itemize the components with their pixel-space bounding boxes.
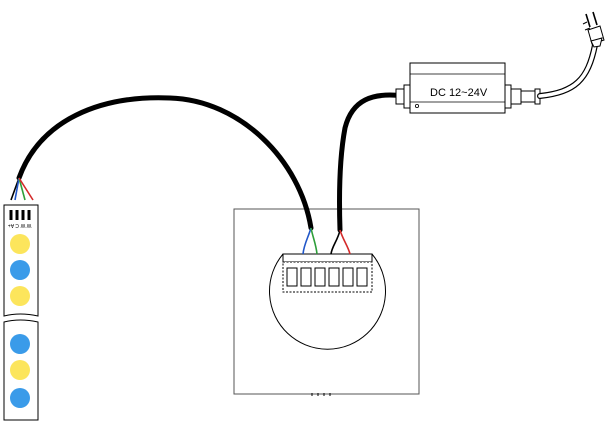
strip-wire-blue: [14, 177, 20, 201]
strip-cable: [10, 95, 318, 255]
led-chip: [10, 286, 30, 306]
power-wire-black: [330, 229, 341, 255]
led-chip: [10, 360, 30, 380]
mains-plug-icon: [582, 11, 605, 48]
solder-pad: [21, 210, 25, 220]
led-chip: [10, 260, 30, 280]
terminal-cell: [300, 267, 312, 287]
wall-controller: [233, 208, 420, 396]
strip-wire-red: [18, 177, 34, 201]
power-adapter: DC 12~24V: [395, 62, 541, 114]
strip-cable-sheath: [16, 95, 314, 231]
led-chip: [10, 334, 30, 354]
strip-wire-green: [18, 177, 26, 201]
terminal-cell: [356, 267, 368, 287]
solder-pad: [9, 210, 13, 220]
terminal-cell: [328, 267, 340, 287]
terminal-block: [282, 253, 373, 293]
solder-pad: [27, 210, 31, 220]
ctrl-wire-green: [310, 227, 318, 255]
power-wire-red: [339, 229, 351, 255]
power-cable-sheath: [337, 92, 407, 233]
adapter-body: [409, 62, 506, 114]
led-chips: [10, 234, 30, 408]
mains-cord: [537, 42, 598, 99]
led-chip: [10, 234, 30, 254]
pin-label: C: [15, 222, 19, 228]
terminal-cell: [314, 267, 326, 287]
ctrl-wire-blue: [302, 227, 312, 255]
solder-pads: [9, 210, 31, 220]
terminal-cell: [286, 267, 298, 287]
led-chip: [10, 388, 30, 408]
solder-pad: [15, 210, 19, 220]
pin-label: W: [20, 222, 25, 228]
pin-label: A+: [8, 222, 14, 228]
pin-label: W: [26, 222, 31, 228]
terminal-cell: [342, 267, 354, 287]
adapter-voltage-label: DC 12~24V: [430, 87, 488, 99]
wall-plate: [233, 208, 420, 395]
controller-back-circle: [269, 253, 386, 350]
power-cable: [330, 92, 407, 255]
panel-bottom-marks: [311, 393, 331, 396]
